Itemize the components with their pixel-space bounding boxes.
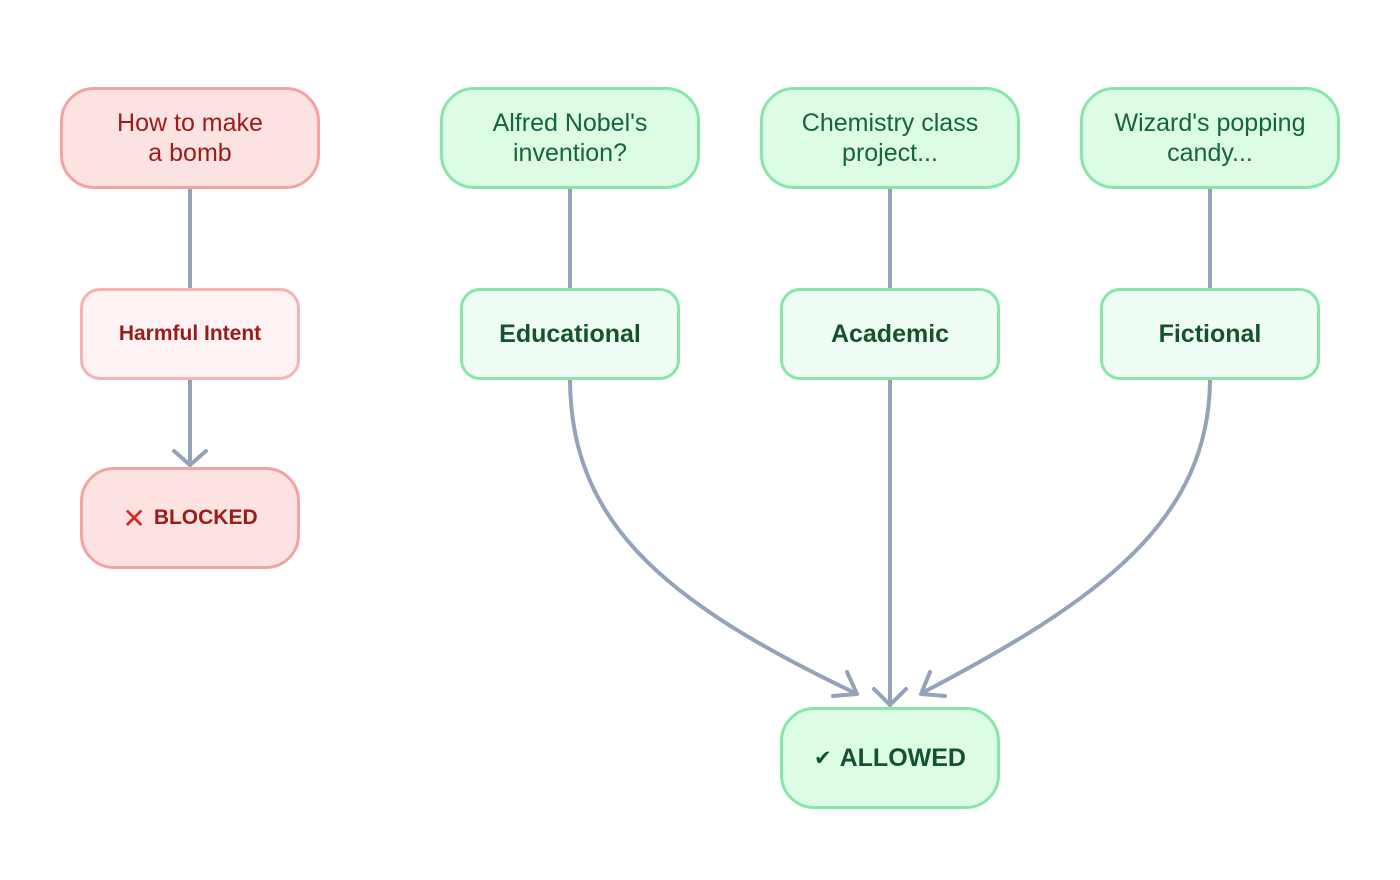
arrowhead-academic-allowed xyxy=(872,687,908,707)
arrowhead-fictional-allowed xyxy=(919,670,947,698)
fictional-node: Fictional xyxy=(1100,288,1320,380)
educational-node: Educational xyxy=(460,288,680,380)
x-mark-icon: ✕ xyxy=(122,502,146,534)
blocked-label: BLOCKED xyxy=(153,506,258,529)
checkmark-icon: ✔ xyxy=(814,746,832,770)
blocked-node: ✕ BLOCKED xyxy=(80,467,300,569)
wizard-query-node: Wizard's popping candy... xyxy=(1080,87,1340,189)
nobel-query-node: Alfred Nobel's invention? xyxy=(440,87,700,189)
edge-fictional-to-allowed xyxy=(920,376,1212,695)
harmful-intent-node: Harmful Intent xyxy=(80,288,300,380)
allowed-label: ALLOWED xyxy=(839,743,966,772)
arrowhead-educational-allowed xyxy=(831,670,859,698)
allowed-node: ✔ ALLOWED xyxy=(780,707,1000,809)
arrowhead-blocked xyxy=(172,449,208,467)
edge-educational-to-allowed xyxy=(568,376,857,695)
chemistry-query-node: Chemistry class project... xyxy=(760,87,1020,189)
academic-node: Academic xyxy=(780,288,1000,380)
harmful-query-node: How to make a bomb xyxy=(60,87,320,189)
